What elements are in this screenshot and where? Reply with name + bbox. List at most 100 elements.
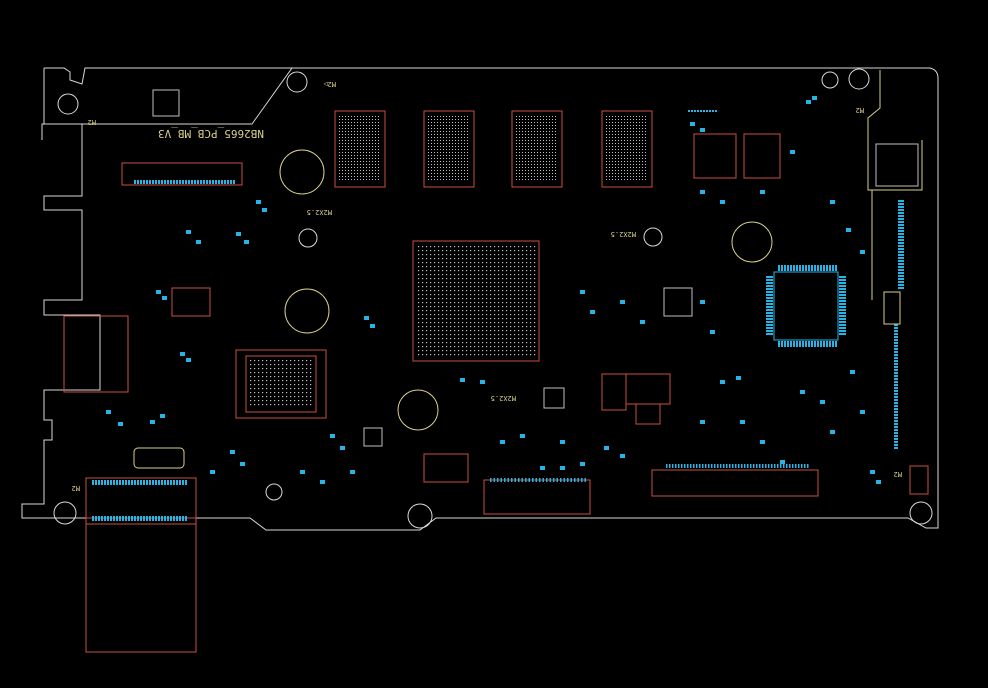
ball-pad: [437, 116, 438, 117]
ball-pad: [455, 125, 456, 126]
ball-pad: [645, 155, 646, 156]
ball-pad: [494, 258, 496, 260]
ball-pad: [351, 170, 352, 171]
ball-pad: [462, 286, 464, 288]
ball-pad: [310, 380, 312, 382]
ball-pad: [474, 286, 476, 288]
ball-pad: [378, 143, 379, 144]
ball-pad: [645, 143, 646, 144]
ball-pad: [519, 143, 520, 144]
ball-pad: [458, 346, 460, 348]
ball-pad: [543, 149, 544, 150]
ball-pad: [510, 246, 512, 248]
ball-pad: [357, 143, 358, 144]
ball-pad: [458, 354, 460, 356]
ball-pad: [454, 314, 456, 316]
ball-pad: [645, 173, 646, 174]
ball-pad: [555, 137, 556, 138]
ball-pad: [633, 131, 634, 132]
ball-pad: [434, 350, 436, 352]
ball-pad: [502, 254, 504, 256]
ball-pad: [630, 158, 631, 159]
ball-pad: [286, 392, 288, 394]
ball-pad: [630, 122, 631, 123]
smd-pad: [898, 221, 904, 223]
ball-pad: [530, 290, 532, 292]
ball-pad: [494, 306, 496, 308]
ball-pad: [446, 326, 448, 328]
ball-pad: [494, 302, 496, 304]
ball-pad: [418, 262, 420, 264]
ball-pad: [438, 298, 440, 300]
ball-pad: [470, 314, 472, 316]
ball-pad: [540, 161, 541, 162]
ball-pad: [450, 302, 452, 304]
ball-pad: [518, 274, 520, 276]
ball-pad: [462, 250, 464, 252]
ball-pad: [464, 179, 465, 180]
ball-pad: [302, 368, 304, 370]
ball-pad: [466, 310, 468, 312]
ball-pad: [522, 176, 523, 177]
ball-pad: [482, 330, 484, 332]
ball-pad: [636, 143, 637, 144]
ball-pad: [372, 131, 373, 132]
smd-pad: [786, 464, 788, 468]
ball-pad: [478, 334, 480, 336]
ball-pad: [464, 122, 465, 123]
mount-hole-top-center: [286, 71, 308, 93]
ball-pad: [258, 360, 260, 362]
ball-pad: [474, 282, 476, 284]
ball-pad: [474, 318, 476, 320]
ball-pad: [274, 372, 276, 374]
ball-pad: [612, 161, 613, 162]
ball-pad: [266, 396, 268, 398]
ball-pad: [458, 140, 459, 141]
ball-pad: [434, 262, 436, 264]
ball-pad: [506, 354, 508, 356]
ball-pad: [618, 143, 619, 144]
smd-pad: [898, 212, 904, 214]
ball-pad: [546, 158, 547, 159]
ball-pad: [639, 149, 640, 150]
smd-pad: [700, 128, 705, 132]
ball-pad: [537, 122, 538, 123]
board-outline: [21, 67, 939, 531]
ball-pad: [458, 338, 460, 340]
ball-pad: [506, 310, 508, 312]
ball-pad: [426, 254, 428, 256]
ball-pad: [431, 125, 432, 126]
ball-pad: [534, 286, 536, 288]
ball-pad: [474, 334, 476, 336]
ball-pad: [474, 274, 476, 276]
smd-pad: [894, 351, 898, 353]
ball-pad: [366, 128, 367, 129]
ball-pad: [490, 270, 492, 272]
ball-pad: [462, 274, 464, 276]
ball-pad: [627, 176, 628, 177]
ball-pad: [470, 262, 472, 264]
ball-pad: [615, 170, 616, 171]
ball-pad: [450, 350, 452, 352]
ball-pad: [461, 119, 462, 120]
ball-pad: [516, 125, 517, 126]
ball-pad: [552, 140, 553, 141]
smd-pad: [227, 180, 229, 184]
ball-pad: [470, 322, 472, 324]
smd-pad: [691, 110, 693, 112]
smd-pad: [185, 180, 187, 184]
ball-pad: [354, 137, 355, 138]
ball-pad: [482, 334, 484, 336]
ball-pad: [525, 119, 526, 120]
ball-pad: [606, 170, 607, 171]
ball-pad: [552, 158, 553, 159]
ball-pad: [639, 167, 640, 168]
smd-pad: [244, 240, 249, 244]
ball-pad: [510, 342, 512, 344]
smd-pad: [98, 480, 100, 485]
ball-pad: [636, 161, 637, 162]
ball-pad: [446, 167, 447, 168]
smd-pad: [209, 180, 211, 184]
smd-pad: [894, 348, 898, 350]
ball-pad: [434, 119, 435, 120]
